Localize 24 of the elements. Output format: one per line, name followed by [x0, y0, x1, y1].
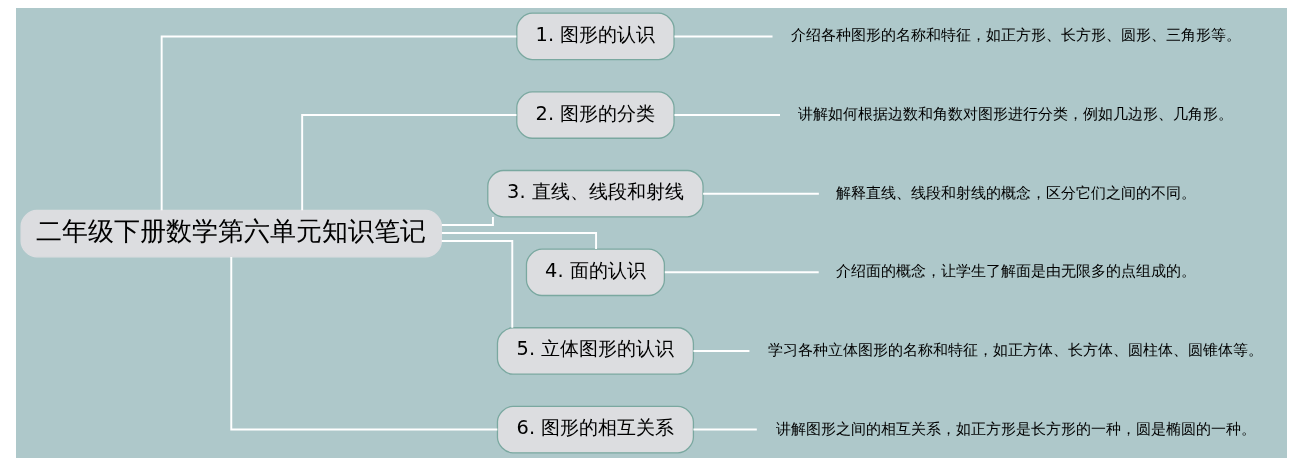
node-box: 6. 图形的相互关系: [496, 405, 695, 454]
connector: [673, 114, 781, 116]
node-box: 2. 图形的分类: [516, 91, 675, 139]
node-text: 学习各种立体图形的名称和特征，如正方体、长方体、圆柱体、圆锥体等。: [768, 340, 1264, 359]
node-box: 1. 图形的认识: [516, 12, 675, 61]
connector: [663, 271, 820, 274]
node-box: 5. 立体图形的认识: [496, 327, 695, 375]
node-box: 二年级下册数学第六单元知识笔记: [20, 209, 443, 258]
connector: [702, 192, 820, 195]
connector: [440, 240, 514, 329]
connector: [692, 350, 751, 352]
node-text: 讲解图形之间的相互关系，如正方形是长方形的一种，圆是椭圆的一种。: [775, 419, 1256, 438]
connector: [692, 428, 758, 431]
connector: [301, 114, 518, 212]
node-text: 讲解如何根据边数和角数对图形进行分类，例如几边形、几角形。: [798, 105, 1234, 124]
connector: [160, 35, 518, 212]
node-text: 介绍各种图形的名称和特征，如正方形、长方形、圆形、三角形等。: [790, 26, 1241, 45]
node-text: 介绍面的概念，让学生了解面是由无限多的点组成的。: [835, 262, 1196, 281]
connector: [440, 216, 494, 226]
connector: [230, 255, 499, 431]
node-text: 解释直线、线段和射线的概念，区分它们之间的不同。: [835, 183, 1196, 202]
node-box: 3. 直线、线段和射线: [487, 169, 704, 218]
connector: [673, 35, 774, 38]
node-box: 4. 面的认识: [525, 248, 666, 297]
